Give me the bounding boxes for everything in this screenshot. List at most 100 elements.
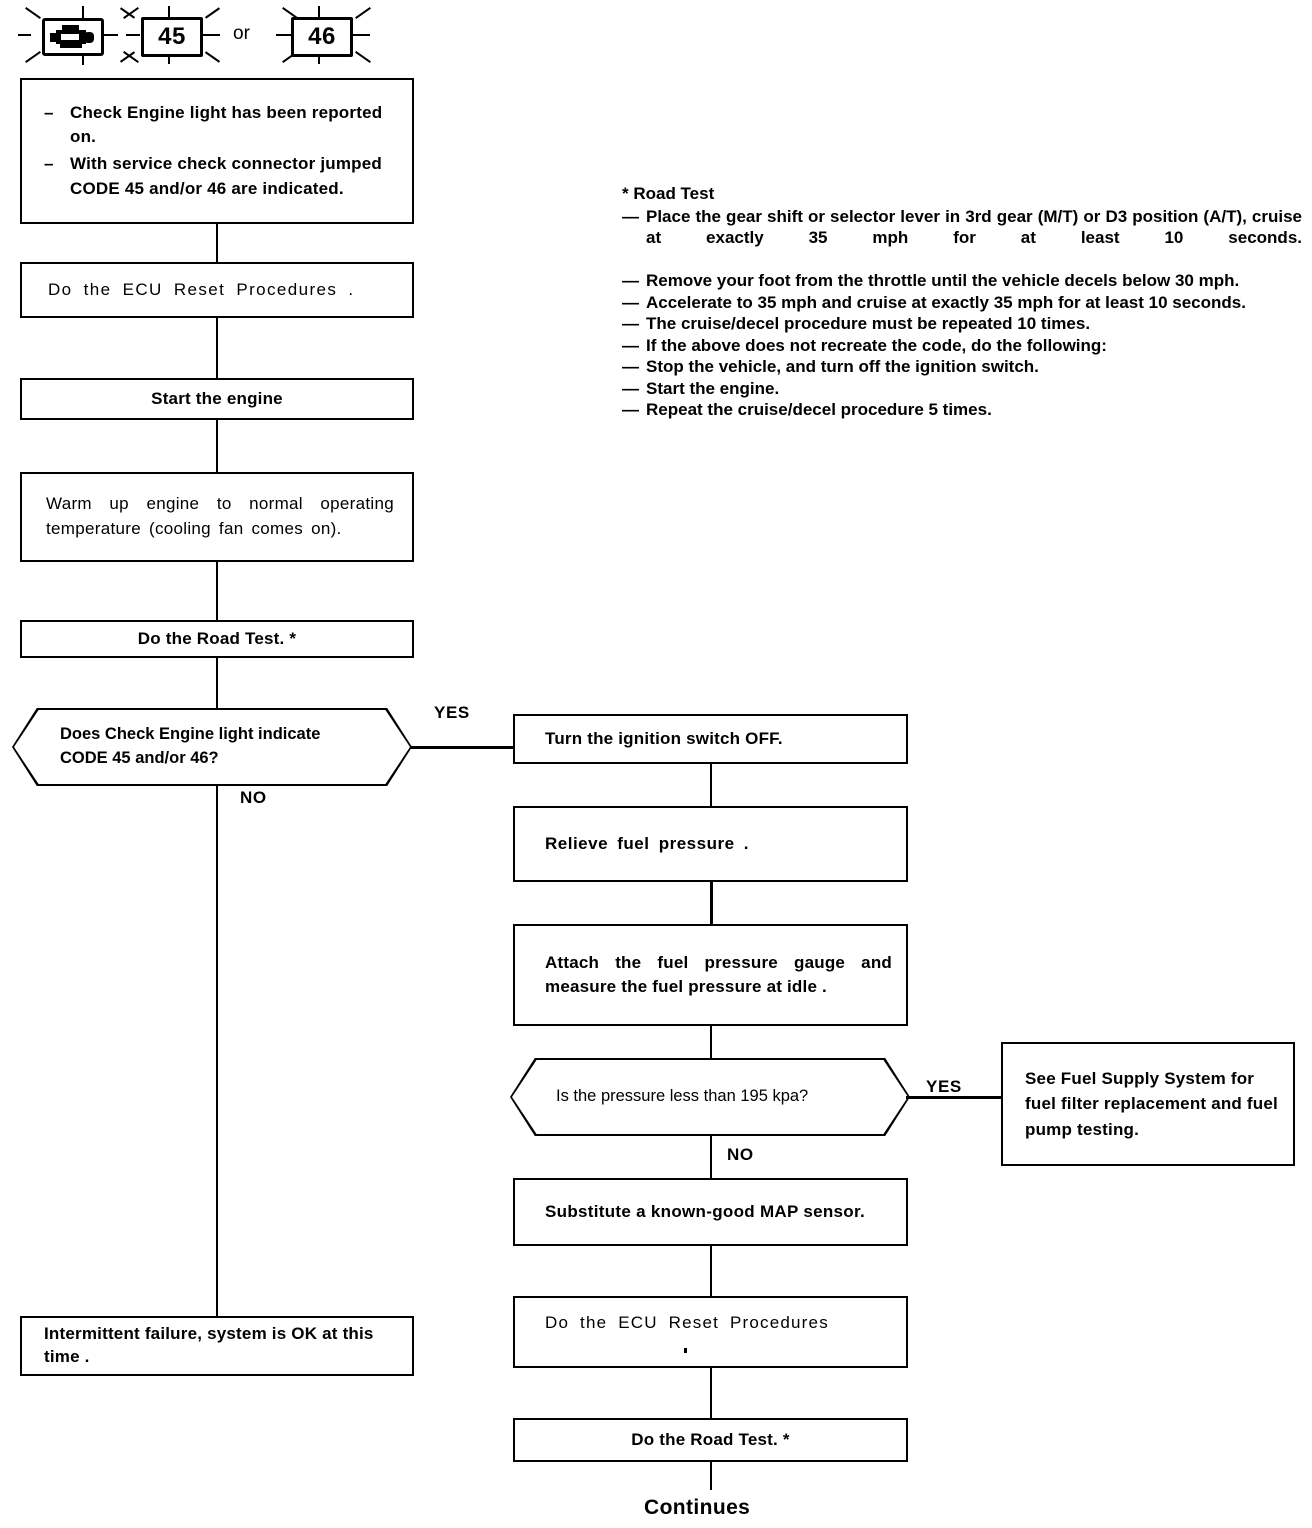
left-step-start-engine-box: Start the engine — [20, 378, 414, 420]
right-step-substitute-map-box: Substitute a known-good MAP sensor. — [513, 1178, 908, 1246]
flash-ray — [276, 34, 293, 36]
dtc-code-45-box: 45 — [141, 17, 203, 57]
right-step-road-test-text: Do the Road Test. * — [631, 1429, 790, 1449]
yes-branch-line — [906, 1096, 1003, 1099]
left-decision-text: Does Check Engine light indicate CODE 45… — [60, 725, 321, 767]
road-test-note-item: — Start the engine. — [622, 378, 1302, 400]
connector-line — [710, 882, 713, 924]
bullet-dash-icon: — — [622, 400, 639, 419]
right-decision-yes-label: YES — [926, 1077, 962, 1096]
left-step-road-test-text: Do the Road Test. * — [137, 628, 297, 648]
flash-ray — [355, 7, 371, 19]
left-step-road-test-box: Do the Road Test. * — [20, 620, 414, 658]
dtc-code-46-box: 46 — [291, 17, 353, 57]
referral-fuel-supply-box: See Fuel Supply System for fuel filter r… — [1001, 1042, 1295, 1166]
road-test-note-item: — If the above does not recreate the cod… — [622, 335, 1302, 357]
bullet-dash-icon: — — [622, 314, 639, 333]
connector-line — [216, 224, 218, 262]
flash-ray — [355, 51, 371, 63]
connector-line — [216, 420, 218, 472]
connector-line — [710, 1136, 712, 1186]
flash-ray — [82, 51, 84, 65]
road-test-note-item-text: Remove your foot from the throttle until… — [646, 271, 1240, 290]
road-test-note-item: — The cruise/decel procedure must be rep… — [622, 313, 1302, 335]
left-decision-yes-label: YES — [434, 703, 470, 722]
check-engine-light-icon — [42, 18, 104, 56]
flash-ray — [82, 6, 84, 20]
flash-ray — [318, 51, 320, 64]
left-terminal-intermittent-text: Intermittent failure, system is OK at th… — [44, 1324, 374, 1366]
right-step-road-test-box: Do the Road Test. * — [513, 1418, 908, 1462]
left-decision-inner: Does Check Engine light indicate CODE 45… — [14, 710, 410, 784]
connector-line — [216, 562, 218, 620]
road-test-note-item: — Accelerate to 35 mph and cruise at exa… — [622, 292, 1302, 314]
bullet-dash: – — [44, 102, 54, 122]
referral-fuel-supply-text: See Fuel Supply System for fuel filter r… — [1025, 1068, 1278, 1139]
right-decision-text: Is the pressure less than 195 kpa? — [556, 1087, 809, 1106]
road-test-note-item-text: Repeat the cruise/decel procedure 5 time… — [646, 400, 992, 419]
connector-dash — [126, 34, 140, 36]
start-conditions-text: – Check Engine light has been reported o… — [22, 101, 412, 202]
bullet-dash-icon: — — [622, 206, 639, 226]
left-step-warmup-text: Warm up engine to normal operating tempe… — [46, 494, 394, 538]
start-condition-1: Check Engine light has been reported on. — [70, 102, 383, 147]
left-decision-no-label: NO — [240, 788, 267, 807]
right-decision-pressure: Is the pressure less than 195 kpa? — [510, 1058, 910, 1136]
road-test-note-item: — Stop the vehicle, and turn off the ign… — [622, 356, 1302, 378]
road-test-note-item: — Remove your foot from the throttle unt… — [622, 270, 1302, 292]
connector-dash — [104, 34, 118, 36]
right-step-ignition-off-text: Turn the ignition switch OFF. — [545, 728, 783, 748]
road-test-note-title-row: * Road Test — [622, 183, 1302, 205]
flash-ray — [18, 34, 31, 36]
flash-ray — [204, 51, 221, 63]
no-branch-line — [216, 786, 218, 1316]
right-step-ignition-off-box: Turn the ignition switch OFF. — [513, 714, 908, 764]
road-test-note-item-text: If the above does not recreate the code,… — [646, 335, 1107, 355]
bullet-dash-icon: — — [622, 357, 639, 376]
connector-line — [216, 658, 218, 710]
flash-ray — [204, 7, 221, 19]
flash-ray — [318, 6, 320, 19]
right-step-ecu-reset-box: Do the ECU Reset Procedures — [513, 1296, 908, 1368]
flash-ray — [353, 34, 370, 36]
left-terminal-intermittent-box: Intermittent failure, system is OK at th… — [20, 1316, 414, 1376]
right-step-attach-gauge-box: Attach the fuel pressure gauge and measu… — [513, 924, 908, 1026]
bullet-dash: – — [44, 154, 54, 173]
road-test-note-item-text: Start the engine. — [646, 378, 780, 398]
road-test-note-item: — Repeat the cruise/decel procedure 5 ti… — [622, 399, 1302, 421]
road-test-note-item: — Place the gear shift or selector lever… — [622, 206, 1302, 271]
right-step-relieve-pressure-box: Relieve fuel pressure . — [513, 806, 908, 882]
stray-ink-mark — [684, 1348, 687, 1353]
right-step-attach-gauge-text: Attach the fuel pressure gauge and measu… — [545, 952, 892, 996]
left-step-ecu-reset-box: Do the ECU Reset Procedures . — [20, 262, 414, 318]
connector-line — [710, 1246, 712, 1296]
flash-ray — [25, 51, 41, 63]
connector-line — [710, 1026, 712, 1060]
connector-line — [216, 318, 218, 378]
connector-line — [710, 764, 712, 806]
connector-line — [710, 1368, 712, 1418]
flash-ray — [203, 34, 220, 36]
right-step-relieve-pressure-text: Relieve fuel pressure . — [545, 833, 749, 853]
bullet-dash-icon: — — [622, 271, 639, 290]
right-decision-no-label: NO — [727, 1145, 754, 1164]
flash-ray — [25, 7, 41, 19]
flash-ray — [168, 6, 170, 19]
flash-ray — [168, 51, 170, 64]
bullet-dash-icon: — — [622, 378, 639, 398]
left-decision-code-indicated: Does Check Engine light indicate CODE 45… — [12, 708, 412, 786]
or-label: or — [233, 23, 250, 44]
connector-line — [710, 1462, 712, 1490]
right-step-ecu-reset-text: Do the ECU Reset Procedures — [545, 1312, 829, 1332]
road-test-note-item-text: Stop the vehicle, and turn off the ignit… — [646, 357, 1039, 376]
bullet-dash-icon: — — [622, 292, 639, 312]
start-condition-2: With service check connector jumped CODE… — [70, 154, 382, 198]
left-step-warmup-box: Warm up engine to normal operating tempe… — [20, 472, 414, 562]
road-test-note-title: * Road Test — [622, 184, 715, 203]
right-step-substitute-map-text: Substitute a known-good MAP sensor. — [545, 1202, 865, 1222]
continues-label: Continues — [644, 1496, 751, 1519]
left-step-start-engine-text: Start the engine — [151, 388, 283, 408]
bullet-dash-icon: — — [622, 335, 639, 355]
right-decision-inner: Is the pressure less than 195 kpa? — [512, 1060, 908, 1134]
yes-branch-line — [410, 746, 515, 749]
